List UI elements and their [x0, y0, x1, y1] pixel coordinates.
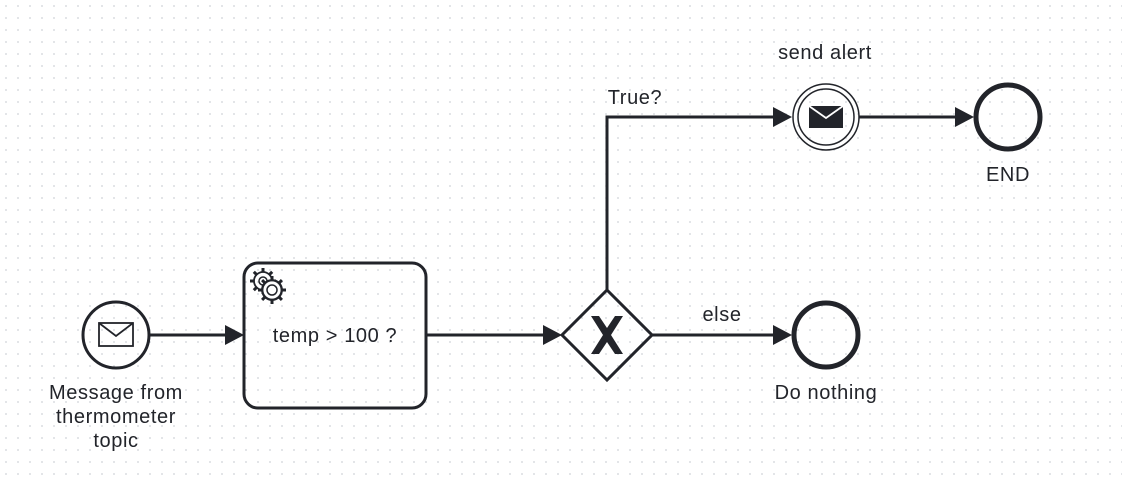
exclusive-gateway[interactable]: [559, 287, 655, 383]
arrowhead-icon: [773, 107, 792, 127]
filled-envelope-icon: [808, 105, 844, 128]
flow-task-to-gateway[interactable]: [427, 325, 562, 345]
true-flow-label: True?: [608, 87, 663, 109]
service-task[interactable]: temp > 100 ?: [242, 261, 428, 410]
flow-alert-to-end[interactable]: [859, 107, 974, 127]
intermediate-event-label: send alert: [778, 42, 872, 64]
flow-gateway-else-branch[interactable]: [652, 325, 792, 345]
intermediate-message-event[interactable]: [792, 83, 860, 151]
start-event-label-line-1: Message from: [49, 382, 183, 404]
start-event-label-line-3: topic: [93, 430, 138, 452]
end-event-bottom-label: Do nothing: [775, 382, 878, 404]
end-event-bottom[interactable]: [791, 300, 861, 370]
arrowhead-icon: [773, 325, 792, 345]
start-event-label-line-2: thermometer: [56, 406, 176, 428]
envelope-icon: [98, 322, 134, 347]
else-flow-label: else: [702, 304, 741, 326]
arrowhead-icon: [955, 107, 974, 127]
flow-gateway-true-branch[interactable]: [605, 107, 792, 290]
start-message-event[interactable]: [81, 300, 151, 370]
task-label: temp > 100 ?: [273, 325, 398, 347]
arrowhead-icon: [543, 325, 562, 345]
end-event-top[interactable]: [973, 82, 1043, 152]
end-event-top-label: END: [986, 164, 1030, 186]
x-icon: [591, 316, 623, 354]
flow-start-to-task[interactable]: [150, 325, 244, 345]
arrowhead-icon: [225, 325, 244, 345]
gears-icon: [250, 268, 286, 304]
